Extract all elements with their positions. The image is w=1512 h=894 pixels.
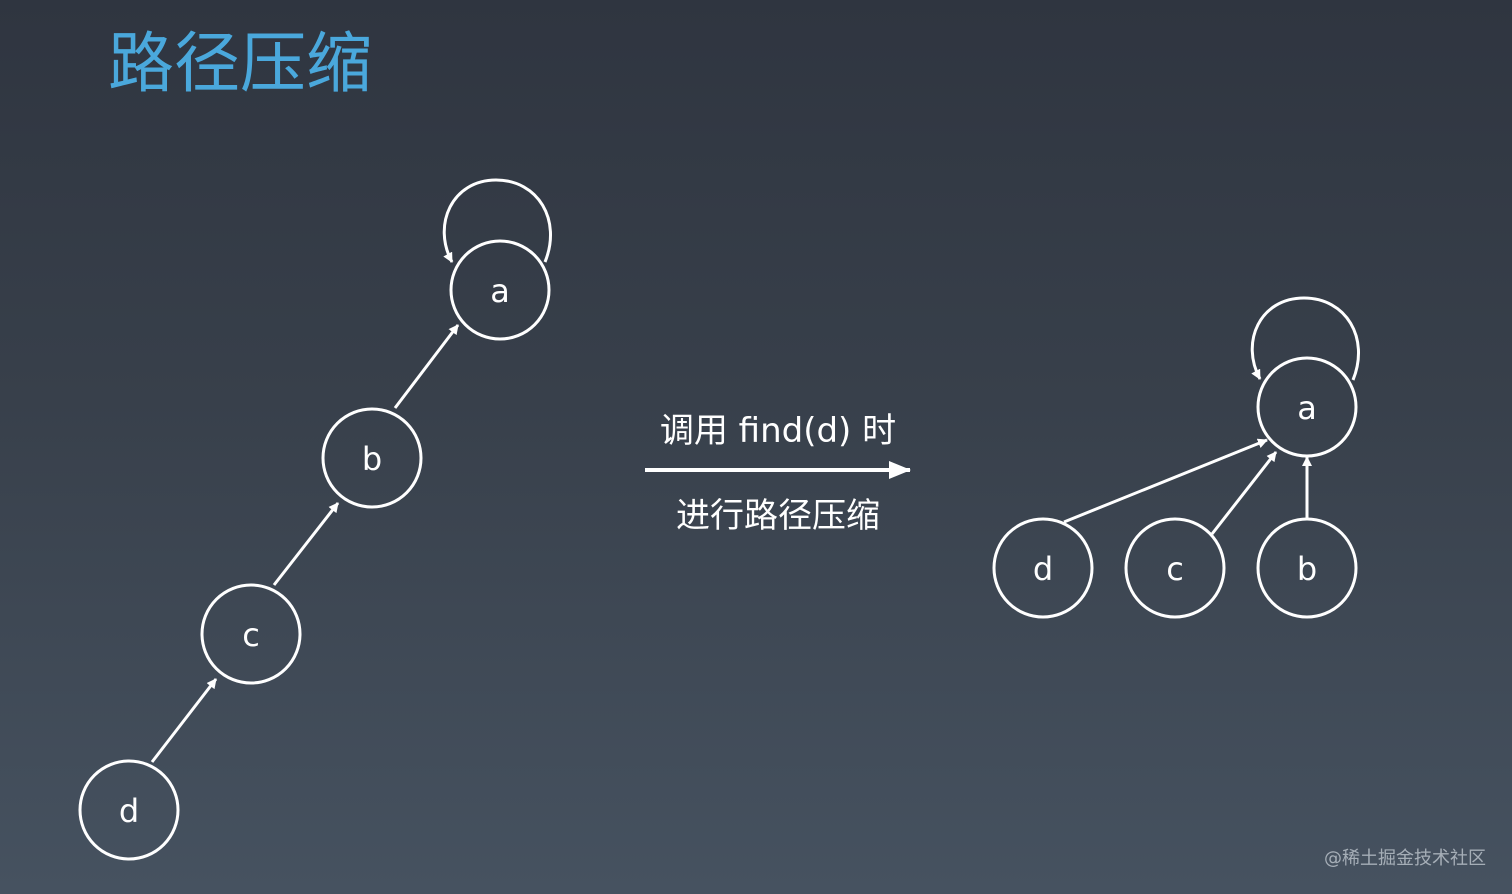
before-self-loop-a bbox=[442, 178, 552, 263]
before-node-a: a bbox=[449, 239, 551, 341]
before-node-b: b bbox=[321, 407, 423, 509]
watermark: @稀土掘金技术社区 bbox=[1324, 848, 1486, 869]
before-node-b-label: b bbox=[362, 440, 382, 478]
after-node-a: a bbox=[1256, 356, 1358, 458]
after-node-c-label: c bbox=[1166, 550, 1184, 588]
before-edge-c-to-b bbox=[272, 502, 340, 586]
before-edge-b-to-a bbox=[393, 324, 460, 409]
before-tree: a b c d bbox=[78, 178, 552, 861]
before-node-c-label: c bbox=[242, 616, 260, 654]
after-tree: a d c b bbox=[992, 296, 1360, 619]
before-node-c: c bbox=[200, 583, 302, 685]
before-node-d-label: d bbox=[119, 792, 139, 830]
after-node-b: b bbox=[1256, 517, 1358, 619]
slide-title: 路径压缩 bbox=[108, 25, 372, 102]
transition-caption-bottom: 进行路径压缩 bbox=[676, 496, 880, 536]
before-edge-d-to-c bbox=[150, 678, 218, 763]
before-node-a-label: a bbox=[490, 272, 510, 310]
after-self-loop-a bbox=[1250, 296, 1360, 381]
after-edge-c-to-a bbox=[1210, 451, 1278, 535]
after-node-b-label: b bbox=[1297, 550, 1317, 588]
after-node-d: d bbox=[992, 517, 1094, 619]
after-node-a-label: a bbox=[1297, 389, 1317, 427]
before-node-d: d bbox=[78, 759, 180, 861]
transition: 调用 find(d) 时 进行路径压缩 bbox=[645, 411, 911, 536]
after-node-d-label: d bbox=[1033, 550, 1053, 588]
transition-caption-top: 调用 find(d) 时 bbox=[660, 411, 896, 451]
after-node-c: c bbox=[1124, 517, 1226, 619]
after-edge-d-to-a bbox=[1063, 438, 1268, 524]
